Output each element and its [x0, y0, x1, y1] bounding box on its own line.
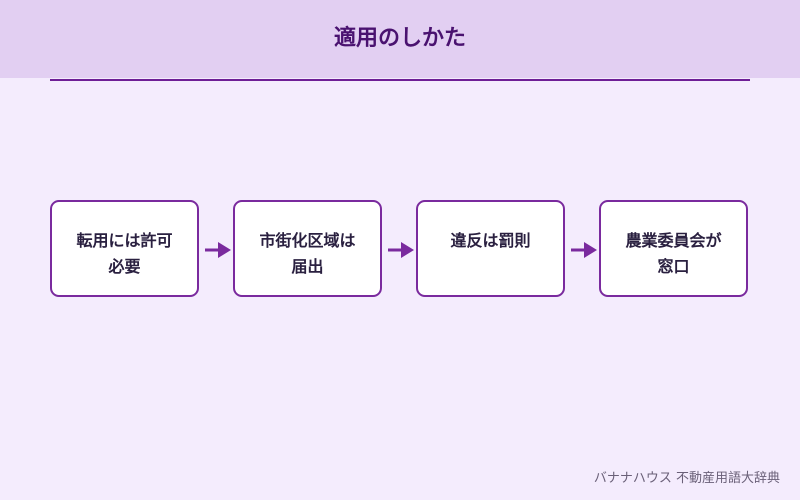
arrow-right-icon: [205, 242, 231, 258]
arrow-right-icon: [388, 242, 414, 258]
arrow-right-icon: [571, 242, 597, 258]
step-label-2: 市街化区域は 届出: [259, 231, 356, 276]
header-band: [0, 0, 800, 78]
step-label-3: 違反は罰則: [450, 231, 531, 250]
flow-diagram: 転用には許可 必要 市街化区域は 届出 違反は罰則 農業委員会が 窓口: [50, 200, 750, 300]
step-box-2: 市街化区域は 届出: [233, 200, 382, 297]
step-box-1: 転用には許可 必要: [50, 200, 199, 297]
page-title: 適用のしかた: [333, 26, 466, 51]
source-credit: バナナハウス 不動産用語大辞典: [593, 471, 780, 486]
step-label-4: 農業委員会が 窓口: [625, 231, 722, 276]
step-box-3: 違反は罰則: [416, 200, 565, 297]
step-box-4: 農業委員会が 窓口: [599, 200, 748, 297]
step-label-1: 転用には許可 必要: [76, 231, 173, 276]
title-divider: [50, 79, 750, 81]
